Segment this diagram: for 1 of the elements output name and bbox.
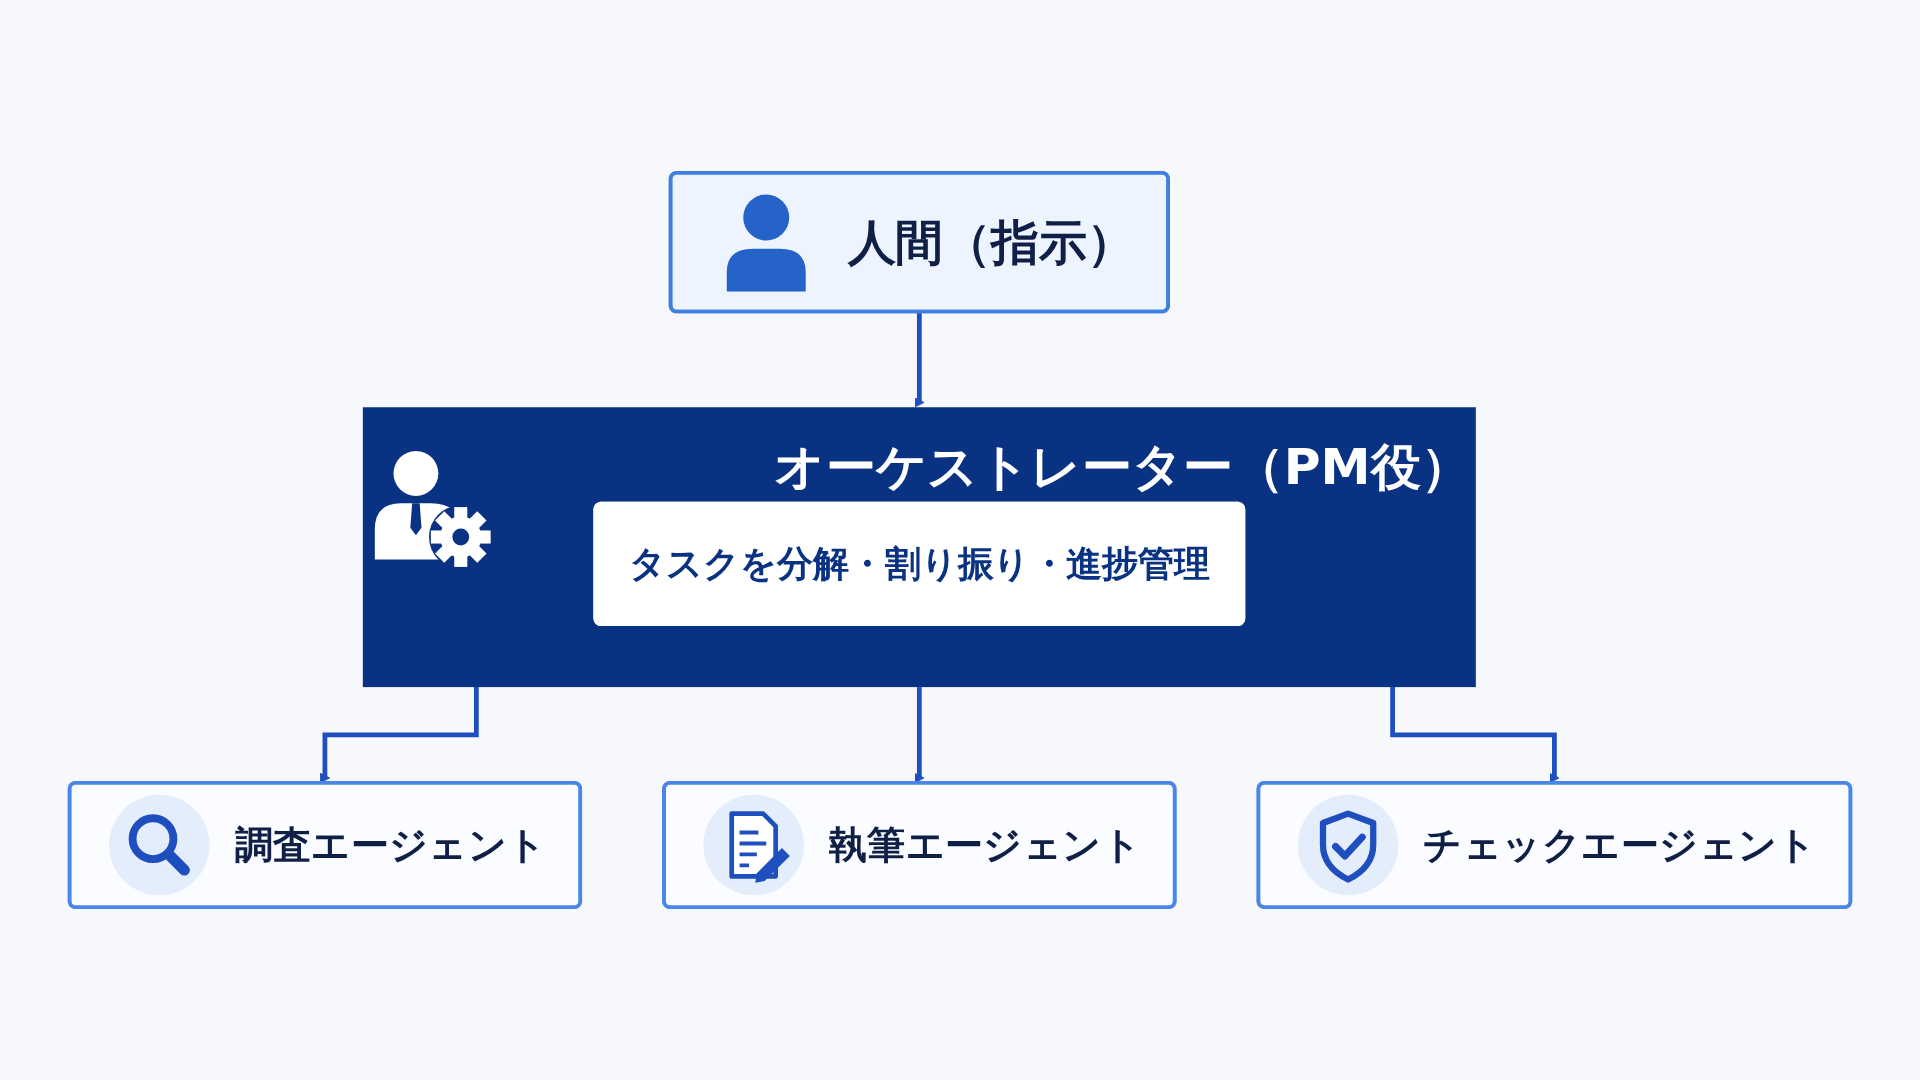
arrow: [914, 311, 925, 408]
